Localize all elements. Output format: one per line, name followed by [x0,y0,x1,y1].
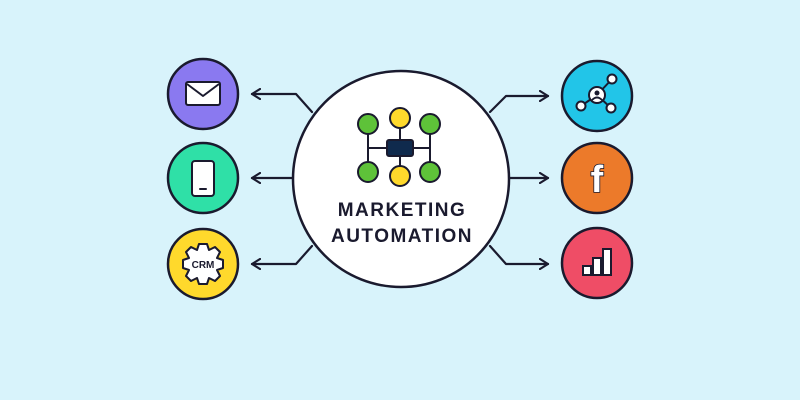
network-hub-icon [357,107,441,187]
arrow-to-crm [250,244,314,264]
bar-chart-icon [582,248,612,276]
network-channel [560,59,634,133]
analytics-channel [560,226,634,300]
title-line-1: MARKETING [337,200,467,221]
title-line-2: AUTOMATION [330,226,473,247]
center-title: MARKETING AUTOMATION [295,198,509,250]
smartphone-icon [191,160,215,197]
mobile-channel [166,141,240,215]
crm-label: CRM [192,260,215,271]
gear-icon [182,243,224,285]
share-network-icon [575,73,618,114]
arrow-to-email [250,94,314,114]
envelope-icon [185,81,221,106]
arrow-to-network [488,96,550,114]
facebook-channel: f [560,141,634,215]
crm-channel: CRM [166,227,240,301]
facebook-icon: f [591,159,604,201]
email-channel [166,57,240,131]
arrow-to-analytics [488,244,550,264]
